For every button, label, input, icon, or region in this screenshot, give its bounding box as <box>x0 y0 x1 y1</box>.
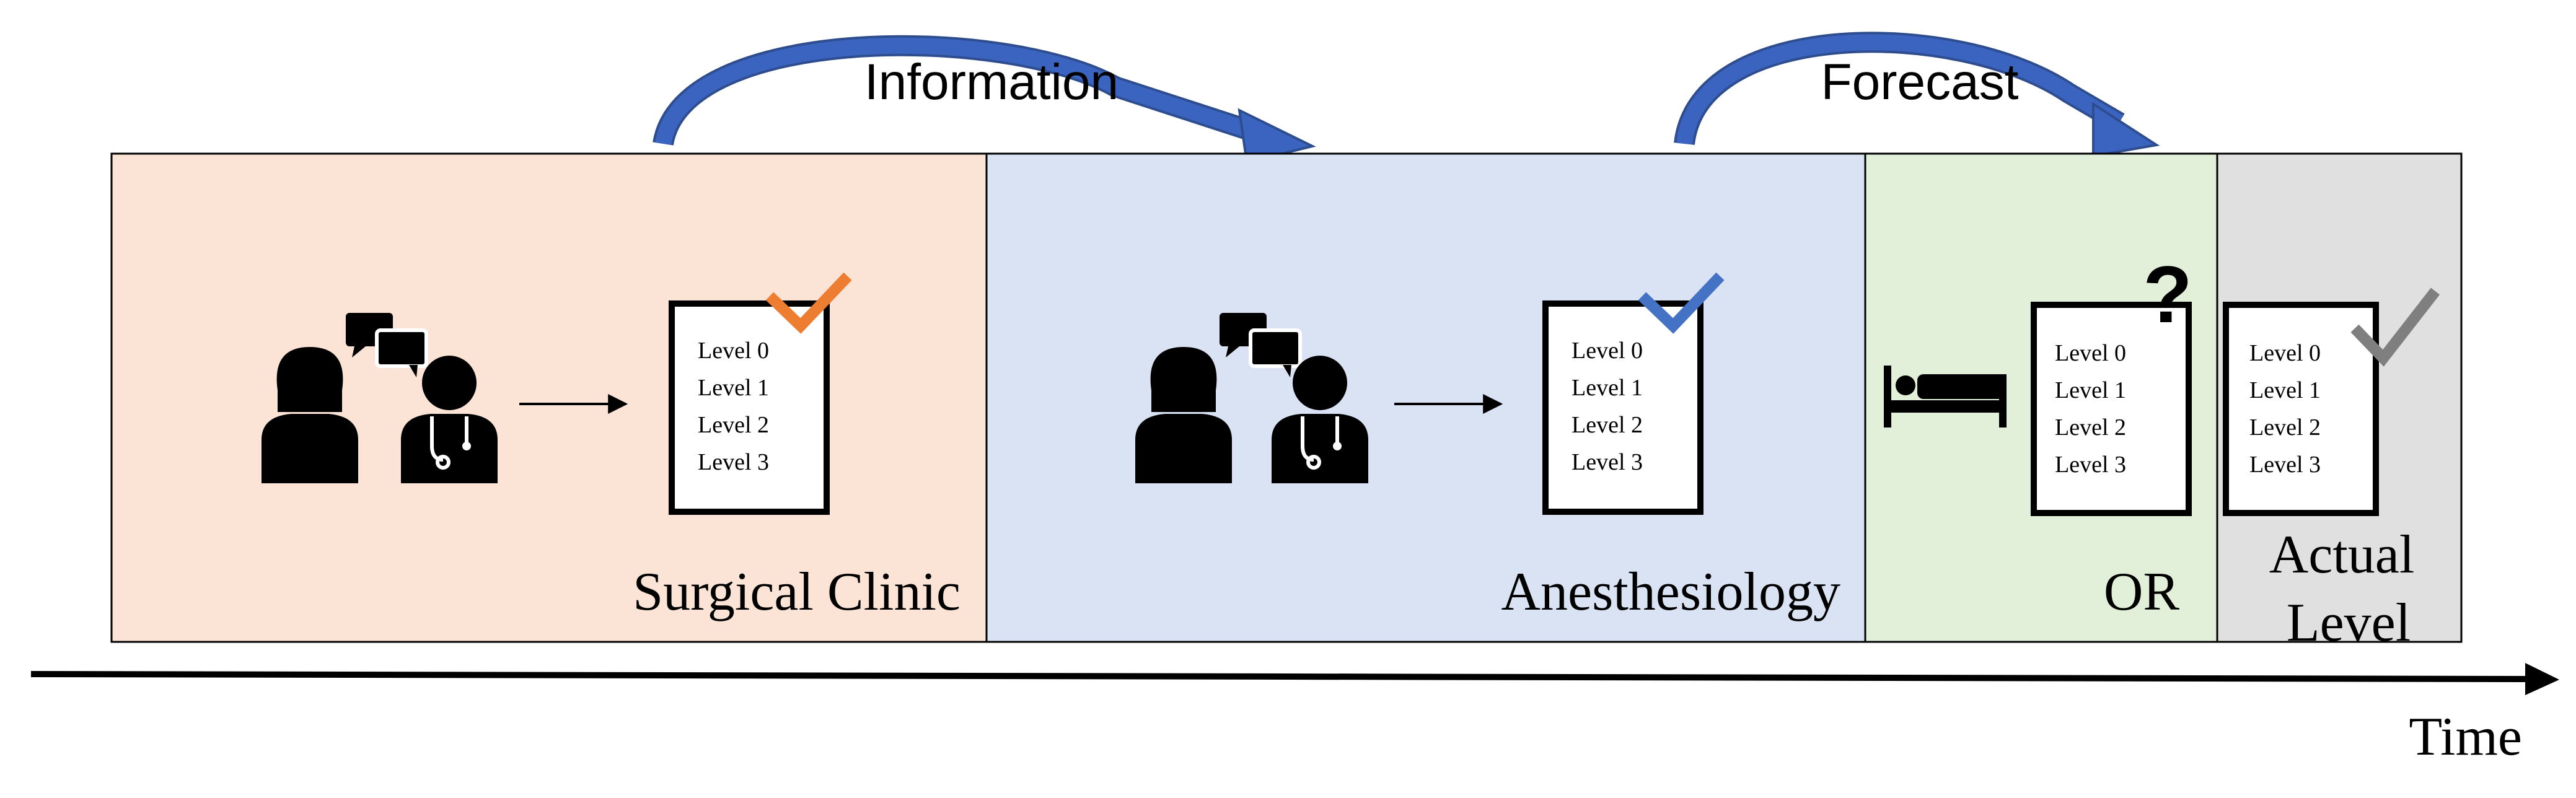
level-checklist <box>1542 300 1703 515</box>
checkmark-icon <box>2350 287 2440 367</box>
checkmark-icon <box>765 272 852 334</box>
information-arrow <box>653 35 1316 164</box>
level-list: Level 0 Level 1 Level 2 Level 3 <box>698 338 775 475</box>
information-label: Information <box>864 54 1119 110</box>
question-mark-icon: ? <box>2143 249 2192 340</box>
level-list: Level 0 Level 1 Level 2 Level 3 <box>2055 340 2132 478</box>
level-list: Level 0 Level 1 Level 2 Level 3 <box>2249 340 2327 478</box>
level-checklist <box>2223 302 2379 516</box>
surgical-clinic-panel <box>110 152 988 643</box>
level-list: Level 0 Level 1 Level 2 Level 3 <box>1572 338 1649 475</box>
surgical-clinic-title: Surgical Clinic <box>633 562 961 622</box>
timeline-axis <box>30 663 2559 695</box>
forecast-arrow <box>1674 32 2160 158</box>
level-checklist <box>2031 302 2192 516</box>
anesthesiology-title: Anesthesiology <box>1501 562 1840 622</box>
anesthesiology-panel <box>985 152 1866 643</box>
forecast-label: Forecast <box>1821 54 2019 110</box>
time-label: Time <box>2409 707 2522 767</box>
or-title: OR <box>2104 562 2180 622</box>
actual-level-title: Actual Level <box>2269 525 2429 653</box>
checkmark-icon <box>1638 272 1725 334</box>
level-checklist <box>669 300 830 515</box>
